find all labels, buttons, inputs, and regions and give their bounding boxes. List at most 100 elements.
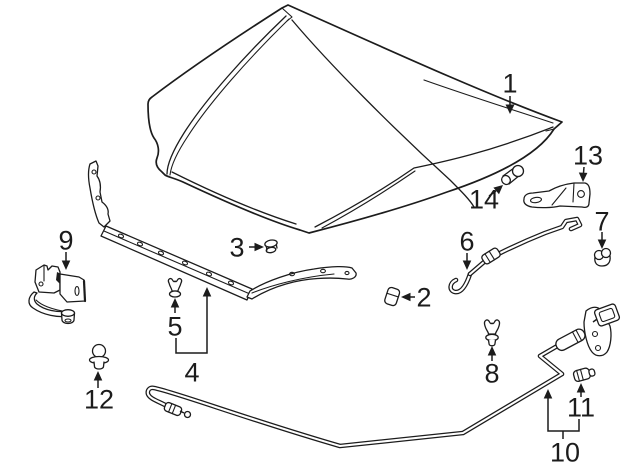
cable-end-ball <box>183 410 192 419</box>
callout-4-bracket <box>175 296 208 354</box>
grommet11-stub <box>588 368 596 377</box>
hood-front-left-inner <box>171 171 297 225</box>
callout-6-label: 6 <box>459 227 474 257</box>
handle-knob <box>593 303 621 327</box>
cable-end-ferrule <box>163 401 183 417</box>
molding-arm-hole <box>320 268 326 274</box>
clip5-base <box>168 290 182 298</box>
latch-foot <box>60 309 76 325</box>
callout-5-label: 5 <box>167 312 182 342</box>
hood-front-band-inner <box>314 126 554 228</box>
grommet12-base <box>93 361 105 370</box>
callout-9: 9 <box>58 226 74 270</box>
fastener-clip-2 <box>384 286 401 307</box>
grommet11-ridges <box>576 368 584 382</box>
grommet12-head <box>91 343 107 359</box>
hood-left-crease-b <box>169 18 290 176</box>
callout-8-label: 8 <box>484 359 499 389</box>
callout-13-arrow <box>582 166 585 174</box>
grommet-11 <box>572 367 596 383</box>
rod-shaft <box>467 216 583 277</box>
molding-left-bracket <box>87 160 111 228</box>
latch-plate-hole <box>38 281 44 287</box>
molding-arm-face-line <box>251 273 335 294</box>
callout-6: 6 <box>459 227 475 270</box>
callout-2: 2 <box>401 283 432 313</box>
callout-13: 13 <box>573 141 603 182</box>
hinge-bolt-14 <box>501 164 525 186</box>
front-molding <box>87 160 357 301</box>
cable-conduit <box>145 342 565 449</box>
fastener-clip-5 <box>167 277 183 298</box>
clip8-base <box>487 339 497 347</box>
cable-end-stub <box>179 410 185 414</box>
clip8-petals <box>483 319 501 335</box>
fastener-clip-3 <box>264 239 278 254</box>
molding-arm-hole <box>289 271 295 277</box>
callout-10-label: 10 <box>550 438 580 468</box>
callout-10: 10 <box>543 389 580 468</box>
callout-3-label: 3 <box>229 233 244 263</box>
molding-strip-face-line <box>103 230 251 295</box>
callout-11: 11 <box>567 383 595 423</box>
callout-5: 5 <box>167 298 183 342</box>
callout-13-label: 13 <box>573 141 603 171</box>
clip3-cap <box>264 239 278 248</box>
callouts: 1 2 3 4 5 6 7 <box>58 69 609 468</box>
hood-latch <box>28 264 87 325</box>
hinge-outline <box>523 182 591 209</box>
callout-14-arrow <box>488 190 497 197</box>
callout-7-label: 7 <box>594 207 609 237</box>
callout-7: 7 <box>594 207 610 249</box>
callout-11-label: 11 <box>567 393 595 423</box>
callout-14: 14 <box>469 185 503 215</box>
callout-10-bracket <box>547 398 580 439</box>
clip7-right-lobe <box>600 247 612 259</box>
clip2-body <box>384 286 401 307</box>
bolt-head <box>501 174 511 186</box>
clip2-cap-line <box>386 292 399 298</box>
callout-14-label: 14 <box>469 185 499 215</box>
hinge-slot-hole <box>529 196 543 204</box>
hood-center-crease <box>291 19 475 208</box>
callout-4-label: 4 <box>184 358 199 388</box>
handle-bracket-hole <box>594 344 602 352</box>
hinge-pivot-hole <box>577 190 585 198</box>
fastener-clip-7 <box>593 247 612 267</box>
callout-9-label: 9 <box>58 226 73 256</box>
handle-grip <box>555 328 586 352</box>
hinge-fold-line <box>551 182 575 206</box>
hood-outline <box>147 4 563 234</box>
rod-ferrule <box>481 247 501 265</box>
clip5-petals <box>167 277 183 292</box>
molding-strip-holes <box>117 233 235 286</box>
release-cable <box>145 303 621 449</box>
callout-4: 4 <box>175 287 212 388</box>
molding-strip <box>100 225 253 301</box>
hood-left-crease-a <box>166 15 287 175</box>
grommet-12 <box>88 343 110 370</box>
molding-right-arm <box>246 265 357 300</box>
hood-front-band-double <box>321 170 416 229</box>
molding-bracket-hole <box>91 169 97 175</box>
hood-panel <box>147 4 563 234</box>
release-handle <box>555 303 621 357</box>
callout-8: 8 <box>484 346 500 389</box>
callout-1: 1 <box>502 69 518 114</box>
callout-1-label: 1 <box>502 69 517 99</box>
latch-body-block <box>59 273 86 303</box>
latch-slot-hole <box>74 285 80 297</box>
handle-bracket-hole <box>591 330 599 338</box>
fastener-clip-8 <box>483 319 501 347</box>
hood-corner-fold <box>545 121 563 132</box>
callout-3: 3 <box>229 233 264 263</box>
hood-rear-hem-line <box>423 79 554 124</box>
molding-bracket-hole <box>95 195 101 201</box>
callout-12: 12 <box>84 371 114 415</box>
bolt-cap <box>511 164 525 178</box>
callout-12-label: 12 <box>84 385 114 415</box>
clip8-flange <box>485 333 499 342</box>
latch-block-edge <box>82 279 87 303</box>
